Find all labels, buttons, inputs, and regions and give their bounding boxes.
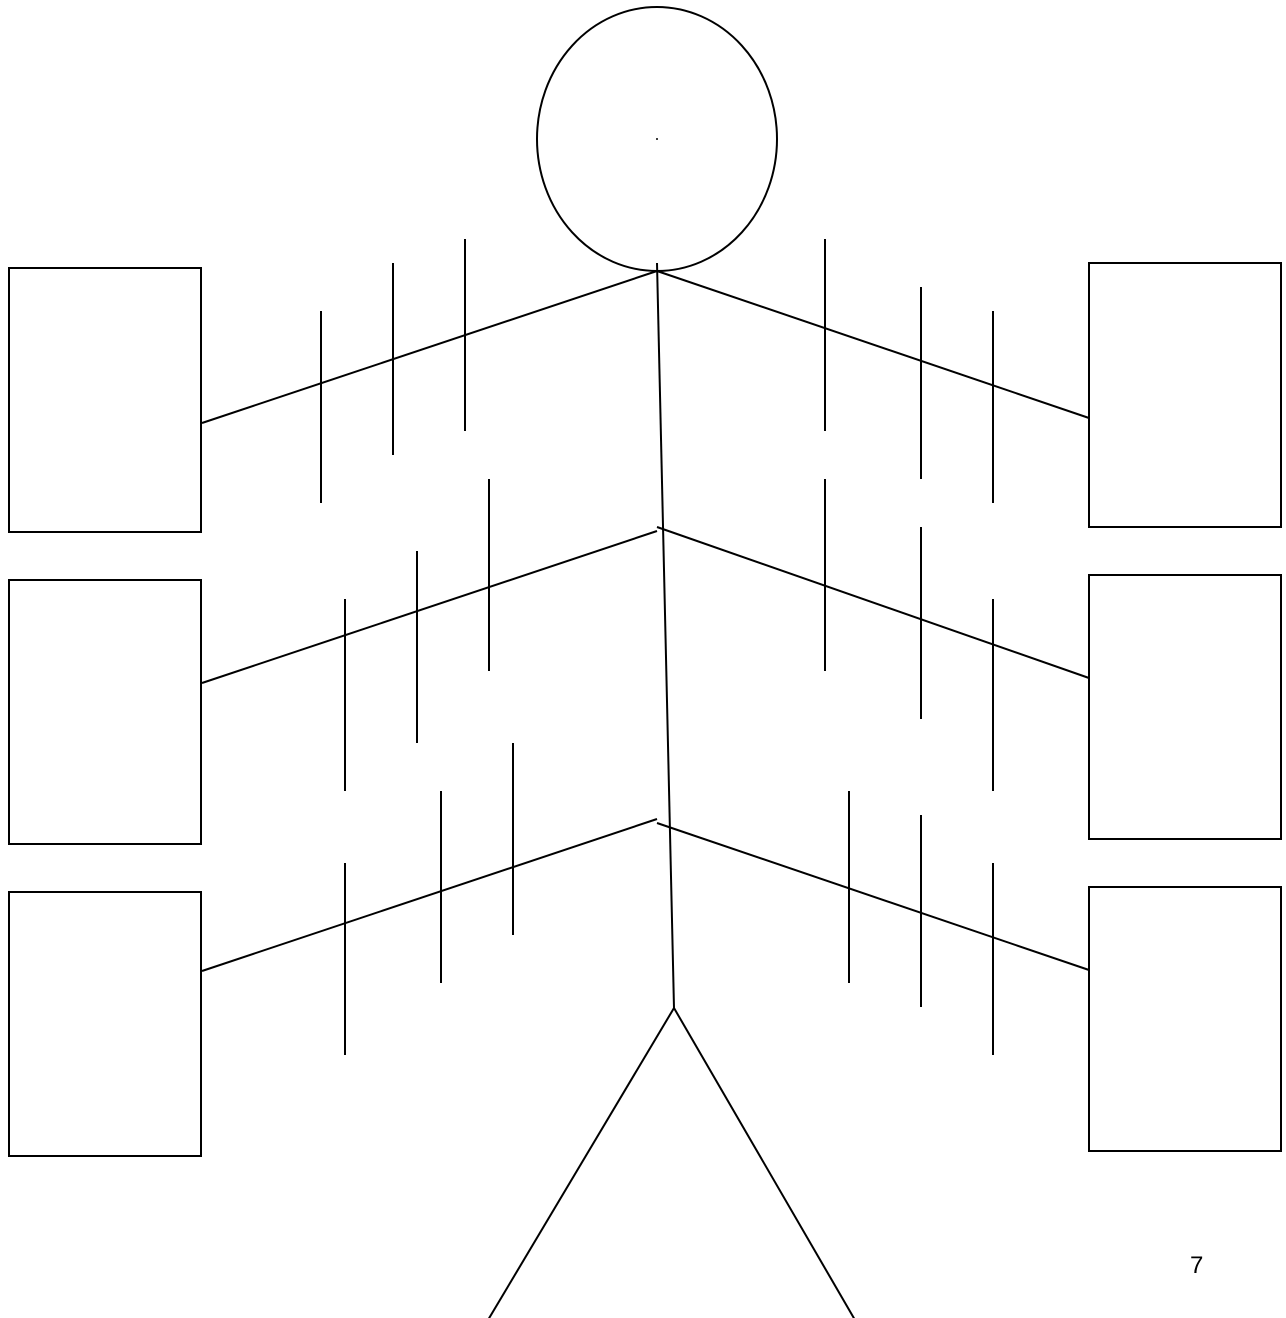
box-lower-left	[9, 892, 201, 1156]
spine-line	[657, 263, 674, 1008]
box-middle-right	[1089, 575, 1281, 839]
branch-upper-left	[202, 271, 657, 423]
page-number: 7	[1190, 1252, 1203, 1280]
box-middle-left	[9, 580, 201, 844]
box-lower-right	[1089, 887, 1281, 1151]
branch-middle-right	[657, 527, 1089, 678]
branch-lower-right	[657, 823, 1089, 970]
right-leg-line	[674, 1008, 855, 1318]
branch-lower-left	[202, 819, 657, 971]
left-leg-line	[488, 1008, 674, 1318]
box-upper-right	[1089, 263, 1281, 527]
box-upper-left	[9, 268, 201, 532]
head-center-dot	[656, 138, 658, 140]
branch-middle-left	[202, 531, 657, 683]
branch-upper-right	[657, 271, 1089, 418]
